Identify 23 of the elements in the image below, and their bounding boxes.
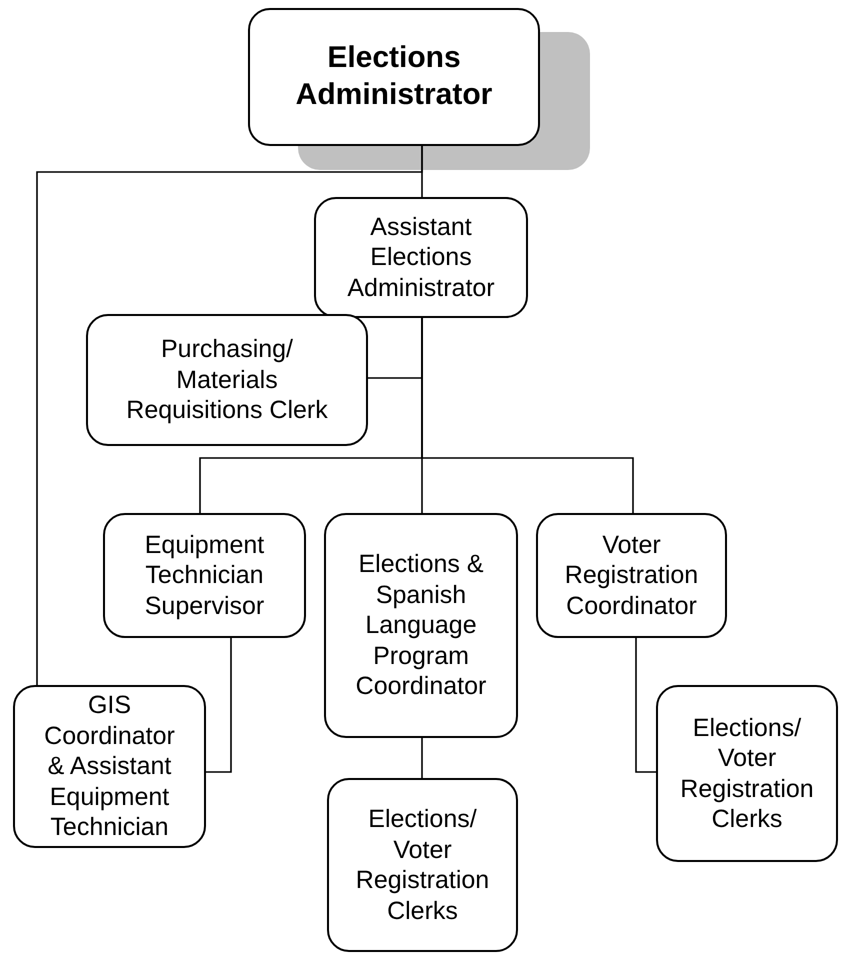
connector-line bbox=[421, 318, 634, 513]
position-title: Elections/ Voter Registration Clerks bbox=[354, 804, 490, 926]
position-title: Elections/ Voter Registration Clerks bbox=[679, 712, 815, 834]
connector-line bbox=[421, 738, 423, 778]
position-box bbox=[536, 513, 727, 638]
position-title: Voter Registration Coordinator bbox=[564, 530, 700, 622]
position-title: Purchasing/ Materials Requisitions Clerk bbox=[125, 334, 329, 426]
position-box bbox=[13, 685, 206, 848]
position-title: Elections & Spanish Language Program Coordinator bbox=[354, 549, 488, 702]
position-box bbox=[327, 778, 518, 952]
position-title: Assistant Elections Administrator bbox=[346, 212, 496, 304]
position-box bbox=[86, 314, 368, 446]
position-box bbox=[314, 197, 528, 318]
position-title: Equipment Technician Supervisor bbox=[144, 530, 266, 622]
connector-line bbox=[635, 638, 656, 773]
connector-line bbox=[206, 638, 232, 773]
position-box bbox=[248, 8, 540, 146]
position-title: GIS Coordinator & Assistant Equipment Technician bbox=[43, 690, 176, 843]
connector-line bbox=[36, 146, 423, 685]
position-box bbox=[103, 513, 306, 638]
position-box bbox=[656, 685, 838, 862]
position-title: Elections Administrator bbox=[294, 40, 494, 113]
position-box bbox=[324, 513, 518, 738]
